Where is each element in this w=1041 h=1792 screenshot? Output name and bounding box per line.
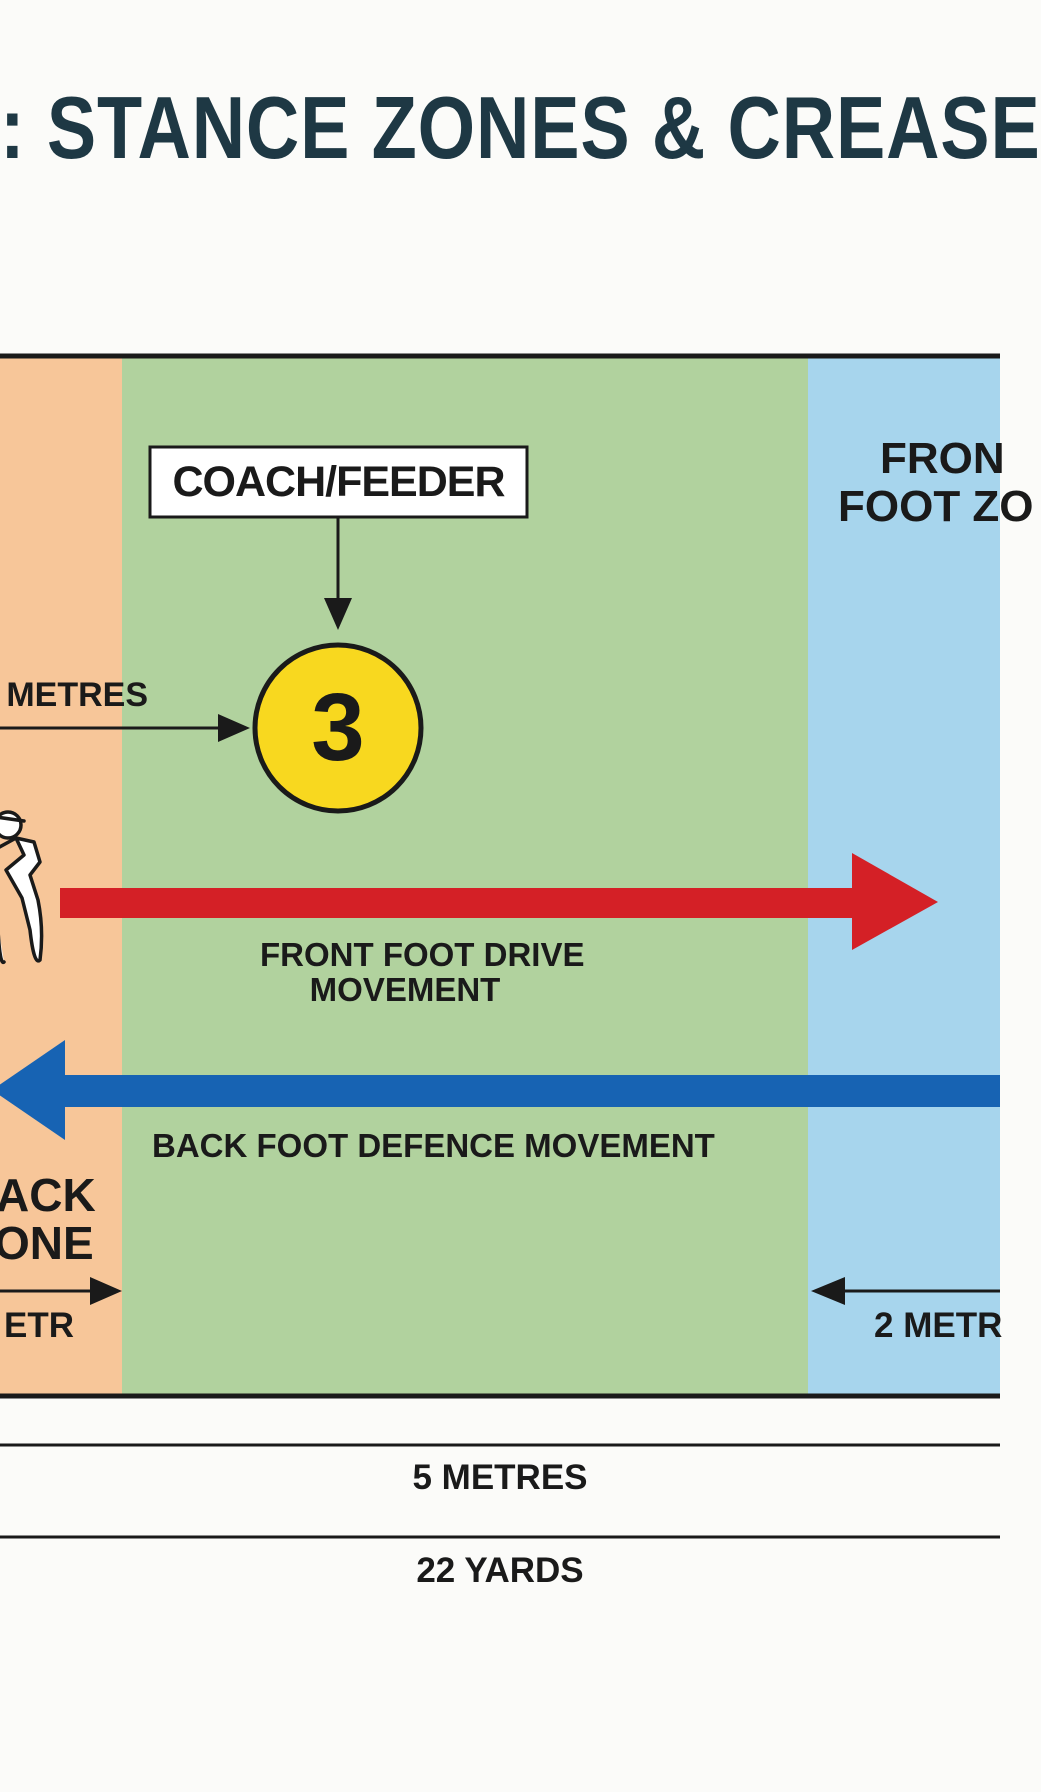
crease-diagram — [0, 353, 1000, 1539]
front-movement-arrow-head — [852, 853, 938, 950]
front-zone-label-line1: FRON — [880, 434, 1005, 483]
front-movement-label-line1: FRONT FOOT DRIVE — [260, 936, 585, 973]
front-zone-label-line2: FOOT ZO — [838, 482, 1034, 531]
back-movement-arrow-shaft — [52, 1075, 1000, 1107]
coach-pointer-head — [324, 598, 352, 630]
coach-label: COACH/FEEDER — [172, 458, 505, 506]
back-movement-label: BACK FOOT DEFENCE MOVEMENT — [152, 1127, 715, 1164]
back-movement-arrow-head — [0, 1040, 65, 1140]
feeder-distance-head — [218, 714, 250, 742]
front-movement-label-line2: MOVEMENT — [309, 971, 501, 1008]
front-zone-distance-head — [811, 1277, 845, 1305]
back-zone-label-line1: ACK — [0, 1169, 96, 1221]
feeder-number: 3 — [311, 674, 365, 781]
back-zone-label-line2: ONE — [0, 1217, 94, 1269]
back-zone-distance-head — [90, 1277, 122, 1305]
front-movement-arrow-shaft — [60, 888, 870, 918]
feeder-circle — [252, 642, 424, 814]
feeder-distance-label: 5 METRES — [0, 676, 149, 714]
middle-zone — [122, 357, 808, 1395]
back-zone-distance-label: ETR — [4, 1306, 74, 1345]
front-foot-zone — [808, 357, 1000, 1395]
measure-22yd-label: 22 YARDS — [416, 1551, 584, 1590]
batter-icon — [0, 810, 44, 965]
front-zone-distance-label: 2 METR — [874, 1306, 1003, 1345]
measure-5m-label: 5 METRES — [412, 1458, 588, 1497]
